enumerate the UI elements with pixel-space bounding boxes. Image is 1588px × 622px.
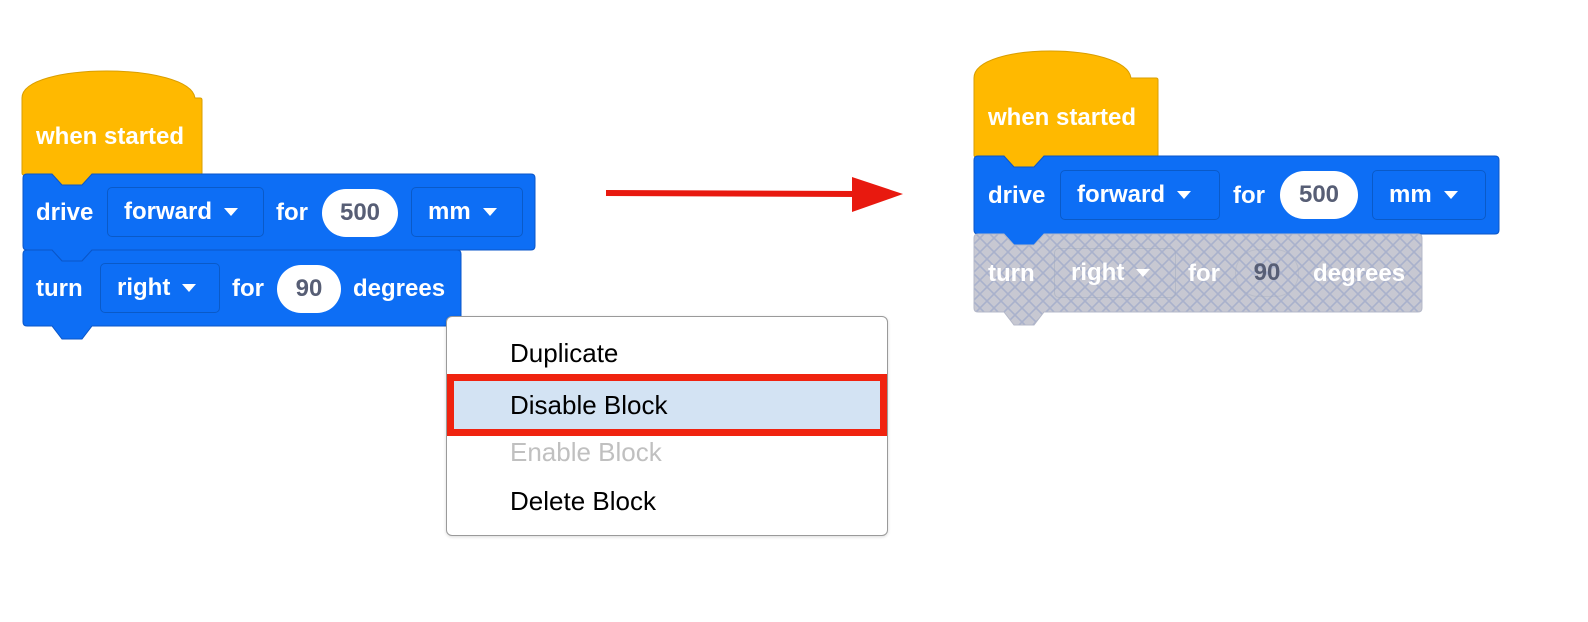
left-drive-unit-value: mm [428,198,471,225]
right-drive-for-label: for [1233,182,1265,209]
menu-item-delete-block-label: Delete Block [510,485,656,516]
left-drive-direction-dropdown[interactable]: forward [107,187,264,237]
left-turn-unit-label: degrees [353,275,446,302]
right-turn-angle-value: 90 [1253,259,1281,286]
left-turn-for-label: for [232,275,264,302]
right-drive-unit-dropdown[interactable]: mm [1372,170,1486,220]
left-turn-label: turn [36,275,83,302]
right-drive-direction-dropdown[interactable]: forward [1060,170,1220,220]
right-drive-unit-value: mm [1389,181,1432,208]
right-turn-direction-dropdown[interactable]: right [1054,248,1176,298]
left-drive-label: drive [36,199,94,226]
chevron-down-icon [182,284,197,292]
menu-item-duplicate[interactable]: Duplicate [447,329,887,377]
chevron-down-icon [224,208,239,216]
left-drive-for-label: for [276,199,308,226]
right-turn-direction-value: right [1071,259,1125,286]
menu-item-enable-block: Enable Block [447,428,887,476]
chevron-down-icon [1136,269,1151,277]
left-turn-angle-value: 90 [295,275,323,302]
menu-item-duplicate-label: Duplicate [510,337,619,368]
left-turn-direction-value: right [117,274,171,301]
left-drive-direction-value: forward [124,198,213,225]
right-turn-unit-label: degrees [1313,260,1406,287]
chevron-down-icon [1443,191,1458,199]
chevron-down-icon [482,208,497,216]
right-turn-angle-input[interactable]: 90 [1235,249,1299,297]
right-drive-distance-value: 500 [1298,181,1340,208]
menu-item-enable-block-label: Enable Block [510,436,662,467]
right-turn-label: turn [988,260,1035,287]
left-drive-distance-value: 500 [339,199,381,226]
right-hat-label: when started [988,104,1137,131]
right-drive-direction-value: forward [1077,181,1166,208]
right-turn-for-label: for [1188,260,1220,287]
left-turn-angle-input[interactable]: 90 [277,265,341,313]
menu-item-disable-block[interactable]: Disable Block [447,374,887,436]
right-drive-distance-input[interactable]: 500 [1280,171,1358,219]
context-menu: Duplicate Disable Block Enable Block Del… [446,316,888,536]
left-turn-direction-dropdown[interactable]: right [100,263,220,313]
left-drive-distance-input[interactable]: 500 [322,189,398,237]
menu-item-disable-block-label: Disable Block [510,389,668,420]
left-drive-unit-dropdown[interactable]: mm [411,187,523,237]
left-hat-label: when started [36,123,185,150]
chevron-down-icon [1177,191,1192,199]
right-drive-label: drive [988,182,1046,209]
menu-item-delete-block[interactable]: Delete Block [447,477,887,525]
